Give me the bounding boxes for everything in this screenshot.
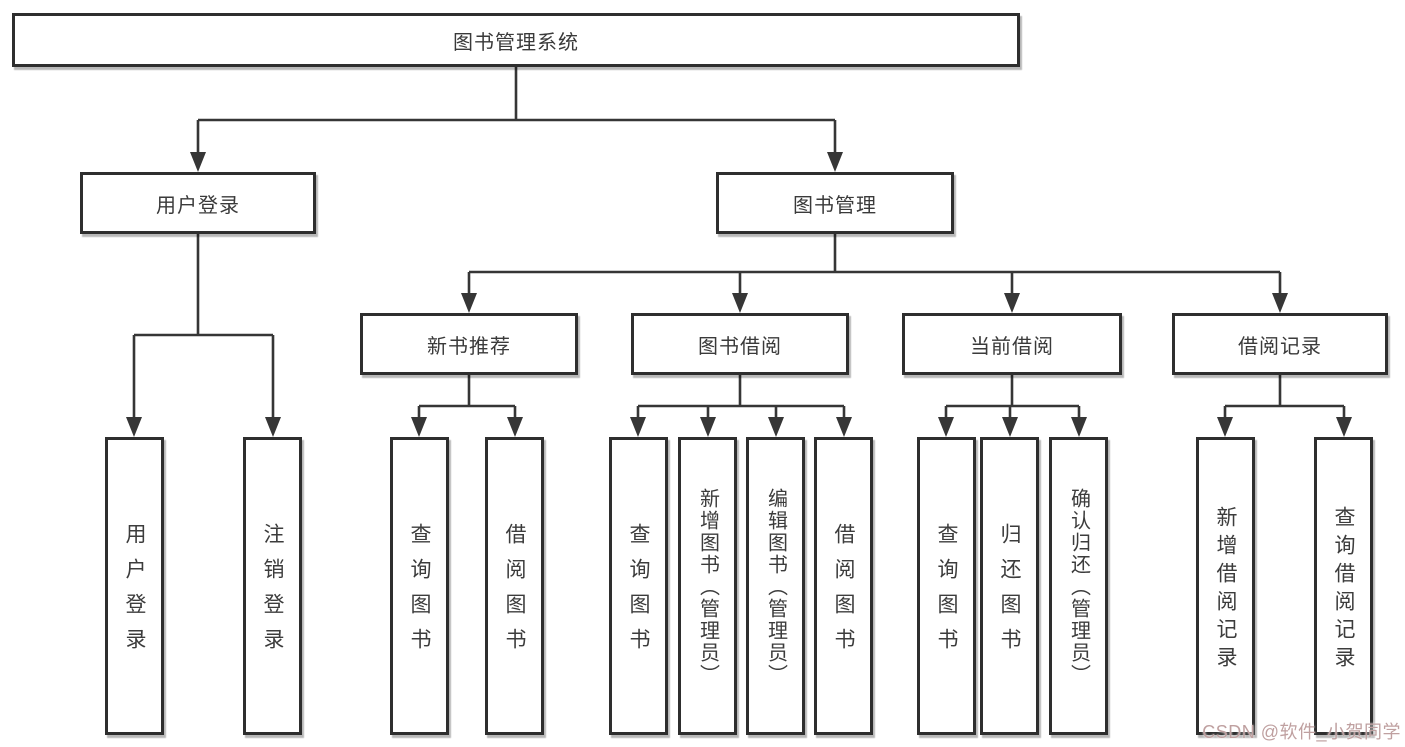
- leaf-query-books-recommend-label: 查询图书: [408, 523, 431, 663]
- node-current-borrowing-label: 当前借阅: [970, 335, 1054, 358]
- node-book-borrowing-label: 图书借阅: [698, 335, 782, 358]
- leaf-borrow-books-label: 借阅图书: [832, 523, 855, 663]
- node-new-book-recommend: 新书推荐: [360, 313, 578, 375]
- leaf-query-books-borrow-label: 查询图书: [627, 523, 650, 663]
- leaf-logout-label: 注销登录: [261, 523, 284, 663]
- leaf-add-books-admin-label: 新增图书（管理员）: [696, 488, 719, 686]
- node-new-book-recommend-label: 新书推荐: [427, 335, 511, 358]
- leaf-logout: 注销登录: [243, 437, 302, 735]
- leaf-return-books-label: 归还图书: [998, 523, 1021, 663]
- node-root: 图书管理系统: [12, 13, 1020, 67]
- watermark: CSDN @软件_小贺同学: [1202, 722, 1401, 742]
- node-book-borrowing: 图书借阅: [631, 313, 849, 375]
- leaf-query-books-borrow: 查询图书: [609, 437, 668, 735]
- leaf-query-borrow-record-label: 查询借阅记录: [1332, 505, 1355, 674]
- leaf-edit-books-admin: 编辑图书（管理员）: [746, 437, 805, 735]
- leaf-query-books-recommend: 查询图书: [390, 437, 449, 735]
- leaf-query-borrow-record: 查询借阅记录: [1314, 437, 1373, 735]
- node-user-login-label: 用户登录: [156, 194, 240, 217]
- leaf-user-login-label: 用户登录: [123, 523, 146, 663]
- leaf-borrow-books-recommend: 借阅图书: [485, 437, 544, 735]
- leaf-edit-books-admin-label: 编辑图书（管理员）: [764, 488, 787, 686]
- leaf-add-borrow-record: 新增借阅记录: [1196, 437, 1255, 735]
- node-book-management: 图书管理: [716, 172, 954, 234]
- node-book-management-label: 图书管理: [793, 194, 877, 217]
- leaf-confirm-return-admin: 确认归还（管理员）: [1049, 437, 1108, 735]
- node-borrow-records: 借阅记录: [1172, 313, 1388, 375]
- leaf-add-borrow-record-label: 新增借阅记录: [1214, 505, 1237, 674]
- leaf-user-login: 用户登录: [105, 437, 164, 735]
- node-borrow-records-label: 借阅记录: [1238, 335, 1322, 358]
- node-user-login: 用户登录: [80, 172, 316, 234]
- leaf-add-books-admin: 新增图书（管理员）: [678, 437, 737, 735]
- leaf-borrow-books: 借阅图书: [814, 437, 873, 735]
- leaf-query-books-current-label: 查询图书: [935, 523, 958, 663]
- leaf-query-books-current: 查询图书: [917, 437, 976, 735]
- node-root-label: 图书管理系统: [453, 31, 579, 54]
- leaf-confirm-return-admin-label: 确认归还（管理员）: [1067, 488, 1090, 686]
- leaf-borrow-books-recommend-label: 借阅图书: [503, 523, 526, 663]
- node-current-borrowing: 当前借阅: [902, 313, 1122, 375]
- leaf-return-books: 归还图书: [980, 437, 1039, 735]
